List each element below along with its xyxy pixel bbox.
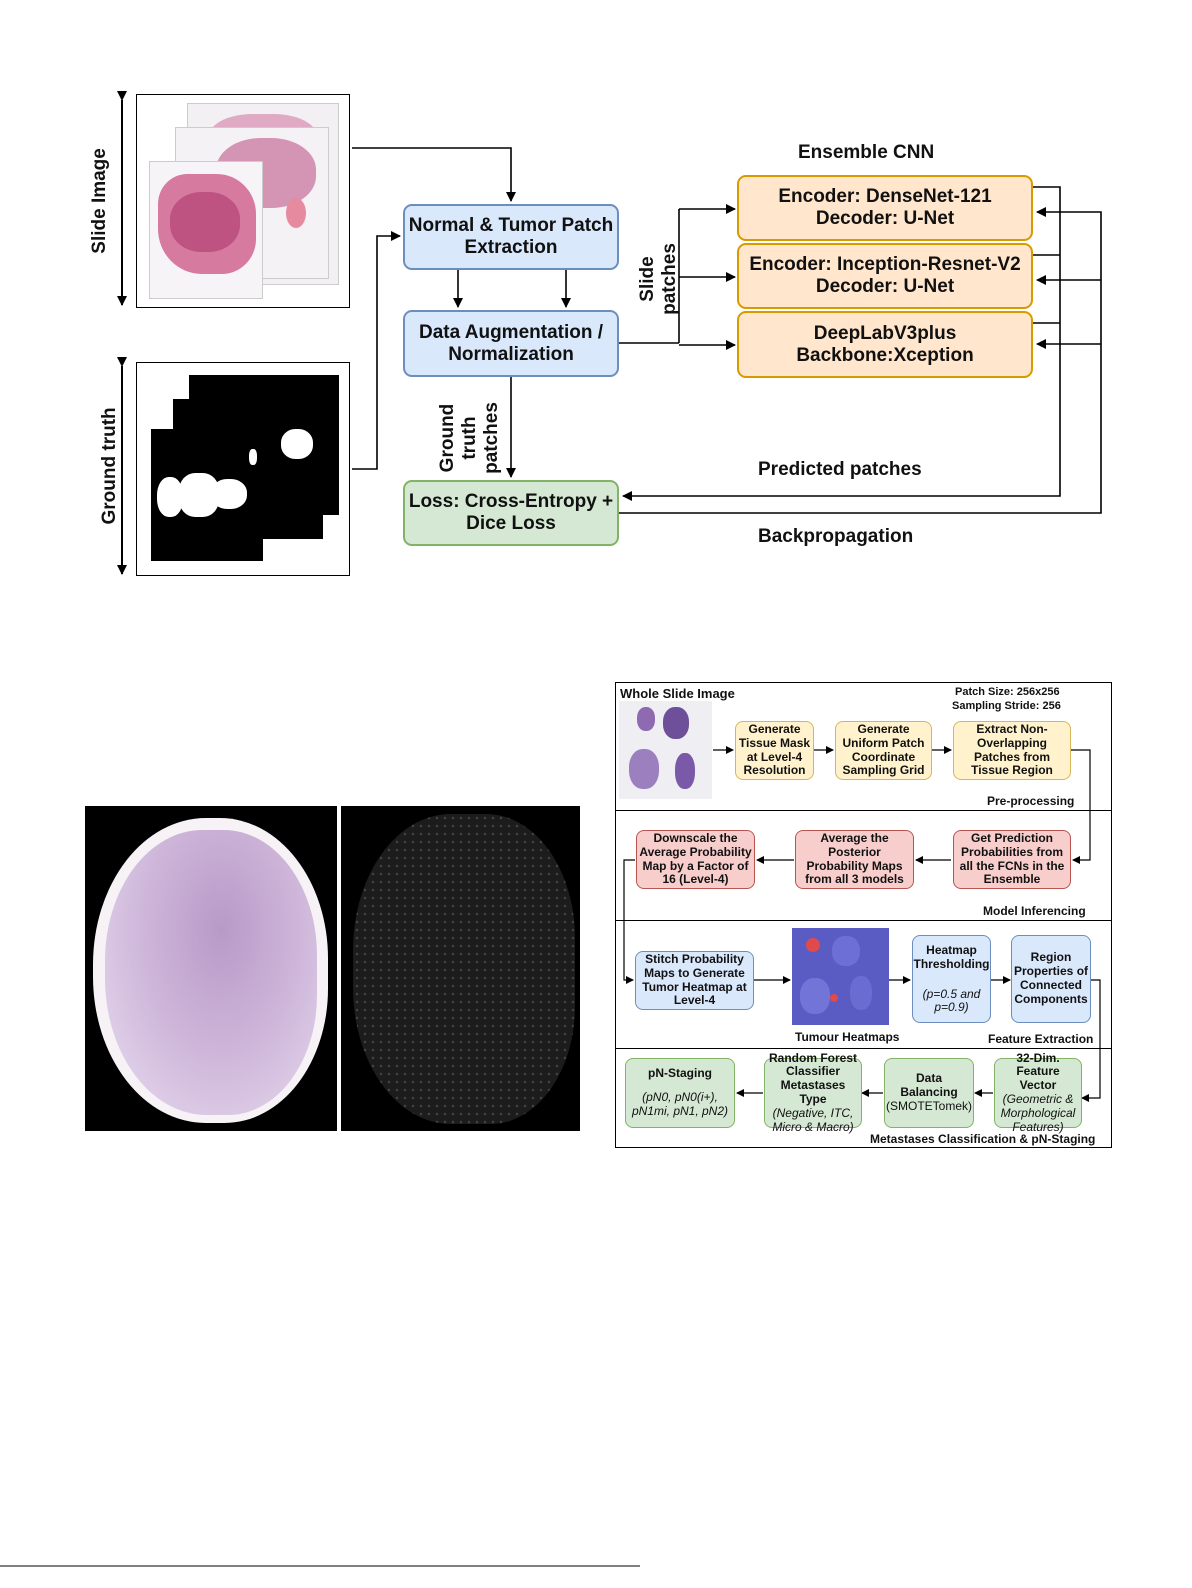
threshold-values: (p=0.5 and p=0.9)	[922, 986, 981, 1015]
model-deeplab-box: DeepLabV3plus Backbone:Xception	[737, 311, 1033, 378]
average-posterior-step: Average the Posterior Probability Maps f…	[795, 830, 914, 889]
rf-title: Random Forest Classifier Metastases Type	[768, 1050, 857, 1106]
slide-image-frame	[136, 94, 350, 308]
augmentation-line2: Normalization	[448, 343, 574, 365]
patch-extraction-box: Normal & Tumor Patch Extraction	[403, 204, 619, 270]
patch-extraction-line1: Normal & Tumor Patch	[408, 215, 614, 237]
tissue-slide-image	[85, 806, 337, 1131]
threshold-step: Heatmap Thresholding (p=0.5 and p=0.9)	[912, 935, 991, 1023]
model-densenet-box: Encoder: DenseNet-121 Decoder: U-Net	[737, 175, 1033, 241]
staging-detail: (pN0, pN0(i+), pN1mi, pN1, pN2)	[631, 1089, 729, 1118]
downscale-step: Downscale the Average Probability Map by…	[636, 830, 755, 889]
model3-line2: Backbone:Xception	[796, 344, 974, 366]
features-title: Feature Extraction	[988, 1032, 1094, 1046]
pipeline-frame	[615, 682, 1112, 1148]
backpropagation-label: Backpropagation	[758, 526, 914, 547]
balancing-detail: (SMOTETomek)	[886, 1098, 973, 1113]
augmentation-box: Data Augmentation / Normalization	[403, 310, 619, 377]
sampling-grid-step: Generate Uniform Patch Coordinate Sampli…	[835, 721, 932, 780]
patch-size-label: Patch Size: 256x256	[955, 686, 1060, 698]
rf-detail: (Negative, ITC, Micro & Macro)	[772, 1105, 854, 1134]
model2-line2: Decoder: U-Net	[815, 276, 955, 297]
classification-title: Metastases Classification & pN-Staging	[870, 1132, 1096, 1146]
data-balancing-step: Data Balancing (SMOTETomek)	[884, 1058, 974, 1128]
loss-line1: Loss: Cross-Entropy +	[408, 491, 614, 513]
ensemble-title: Ensemble CNN	[798, 142, 935, 163]
ground-truth-label: Ground truth	[99, 407, 121, 525]
ground-truth-frame	[136, 362, 350, 576]
model3-line1: DeepLabV3plus	[813, 322, 957, 344]
model-inception-box: Encoder: Inception-Resnet-V2 Decoder: U-…	[737, 243, 1033, 309]
tissue-mask-step: Generate Tissue Mask at Level-4 Resoluti…	[735, 721, 814, 780]
predicted-patches-label: Predicted patches	[758, 459, 922, 480]
augmentation-line1: Data Augmentation /	[418, 321, 604, 343]
model1-line1: Encoder: DenseNet-121	[778, 186, 992, 208]
feature-vector-title: 32-Dim. Feature Vector	[1016, 1050, 1060, 1093]
feature-vector-step: 32-Dim. Feature Vector (Geometric & Morp…	[994, 1051, 1082, 1134]
loss-line2: Dice Loss	[466, 513, 556, 534]
slide-patches-label: Slide patches	[637, 243, 680, 315]
model2-line1: Encoder: Inception-Resnet-V2	[749, 254, 1021, 276]
sampling-stride-label: Sampling Stride: 256	[952, 700, 1061, 712]
wsi-thumbnail	[619, 701, 712, 799]
loss-box: Loss: Cross-Entropy + Dice Loss	[403, 480, 619, 546]
tissue-mask-grid-image	[341, 806, 580, 1131]
random-forest-step: Random Forest Classifier Metastases Type…	[764, 1051, 862, 1133]
pn-staging-step: pN-Staging (pN0, pN0(i+), pN1mi, pN1, pN…	[625, 1058, 735, 1128]
tumour-heatmap-image	[792, 928, 889, 1025]
feature-vector-detail: (Geometric & Morphological Features)	[1000, 1092, 1076, 1134]
region-props-step: Region Properties of Connected Component…	[1011, 935, 1091, 1023]
model1-line2: Decoder: U-Net	[815, 208, 955, 229]
stitch-step: Stitch Probability Maps to Generate Tumo…	[635, 951, 754, 1010]
wsi-title: Whole Slide Image	[620, 686, 735, 701]
extract-patches-step: Extract Non-Overlapping Patches from Tis…	[953, 721, 1071, 780]
balancing-title: Data Balancing	[900, 1071, 958, 1100]
ground-truth-patches-label: Ground truth patches	[437, 402, 502, 474]
heatmaps-caption: Tumour Heatmaps	[795, 1030, 900, 1044]
slide-image-label: Slide Image	[89, 148, 111, 254]
threshold-title: Heatmap Thresholding	[913, 943, 990, 971]
patch-extraction-line2: Extraction	[464, 237, 558, 258]
slide-layer-front	[149, 161, 263, 299]
prediction-prob-step: Get Prediction Probabilities from all th…	[953, 830, 1071, 889]
inferencing-title: Model Inferencing	[983, 904, 1086, 918]
staging-title: pN-Staging	[648, 1066, 712, 1080]
preprocessing-title: Pre-processing	[987, 794, 1075, 808]
